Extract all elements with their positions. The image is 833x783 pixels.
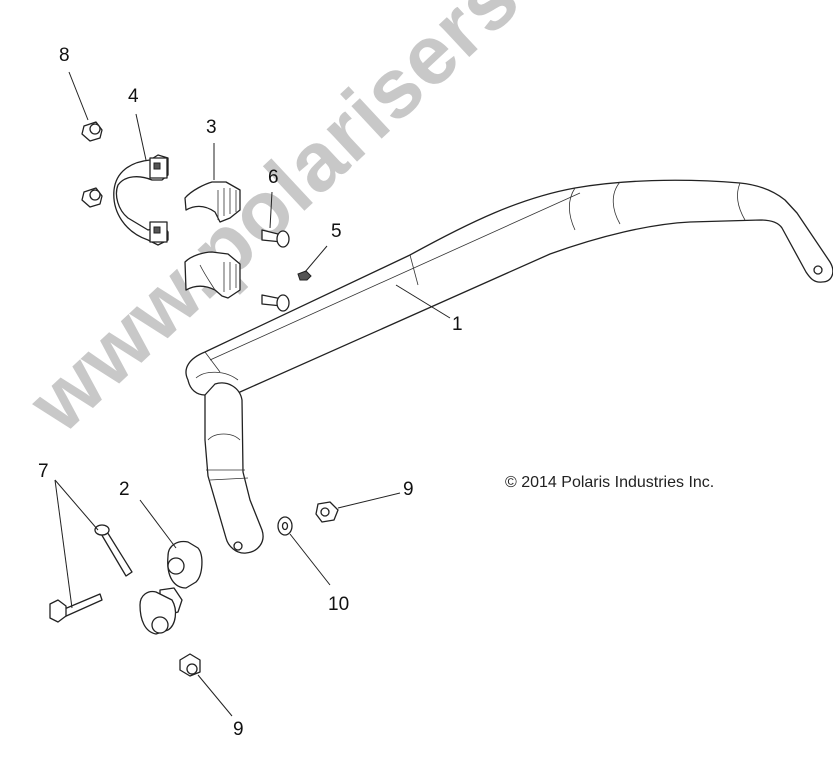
flange-nut-right-part	[315, 501, 339, 523]
leader-line-10	[289, 533, 331, 586]
bushing-halves-part	[184, 181, 241, 299]
leader-line-7a	[54, 479, 99, 531]
stabilizer-bar-part	[185, 179, 833, 554]
callout-6: 6	[268, 167, 279, 188]
leader-line-9b	[197, 674, 233, 717]
callout-10: 10	[328, 594, 350, 615]
callout-7: 7	[38, 461, 49, 482]
callout-2: 2	[119, 479, 130, 500]
leader-line-4	[135, 113, 147, 161]
flange-nut-upper-part	[81, 121, 103, 208]
leader-line-7b	[54, 479, 73, 609]
callout-9-right: 9	[403, 479, 414, 500]
leader-line-2	[139, 499, 177, 549]
carriage-bolts-part	[261, 229, 290, 312]
callout-9-lower: 9	[233, 719, 244, 740]
washer-part	[277, 516, 293, 536]
callout-8: 8	[59, 45, 70, 66]
flange-bolts-part	[49, 524, 133, 623]
leader-line-5	[304, 245, 328, 273]
leader-line-9a	[337, 492, 401, 509]
leader-line-1	[395, 284, 451, 319]
leader-line-6	[269, 191, 273, 229]
copyright-notice: © 2014 Polaris Industries Inc.	[505, 474, 715, 491]
leader-line-8	[68, 71, 89, 121]
callout-1: 1	[452, 314, 463, 335]
callout-5: 5	[331, 221, 342, 242]
bushing-clamp-part	[113, 154, 169, 246]
small-nut-part	[297, 270, 312, 281]
stabilizer-link-part	[139, 540, 203, 635]
flange-nut-lower-part	[179, 653, 201, 677]
callout-4: 4	[128, 86, 139, 107]
callout-3: 3	[206, 117, 217, 138]
